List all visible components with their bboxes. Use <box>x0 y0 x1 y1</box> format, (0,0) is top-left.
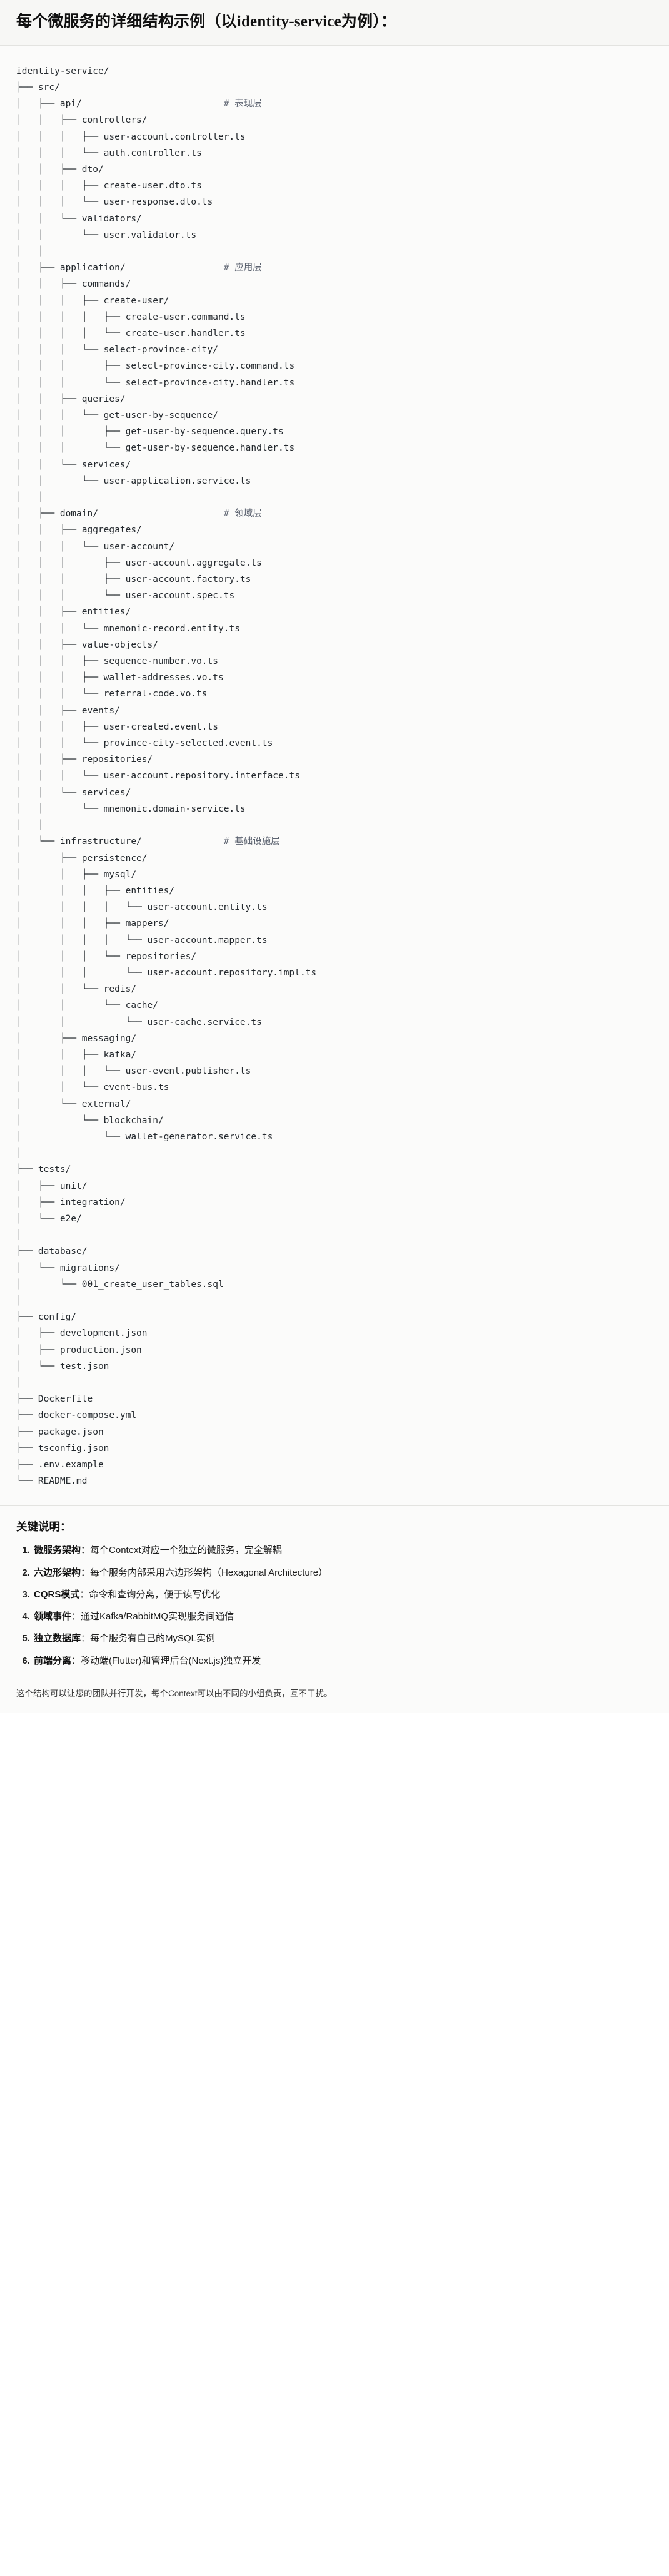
note-term: CQRS模式 <box>34 1589 80 1600</box>
note-body: ：通过Kafka/RabbitMQ实现服务间通信 <box>71 1611 234 1622</box>
key-notes-list: 微服务架构：每个Context对应一个独立的微服务，完全解耦 六边形架构：每个服… <box>16 1543 653 1668</box>
note-body: ：移动端(Flutter)和管理后台(Next.js)独立开发 <box>71 1655 261 1666</box>
page-root: 每个微服务的详细结构示例（以identity-service为例）： ident… <box>0 0 669 1713</box>
note-body: ：每个服务有自己的MySQL实例 <box>81 1633 216 1644</box>
directory-tree: identity-service/ ├── src/ │ ├── api/ # … <box>16 66 317 1487</box>
tree-comment: # 领域层 <box>223 509 262 519</box>
list-item: 独立数据库：每个服务有自己的MySQL实例 <box>33 1631 653 1646</box>
list-item: 前端分离：移动端(Flutter)和管理后台(Next.js)独立开发 <box>33 1654 653 1668</box>
list-item: 六边形架构：每个服务内部采用六边形架构（Hexagonal Architectu… <box>33 1565 653 1580</box>
note-term: 前端分离 <box>34 1655 72 1666</box>
note-term: 六边形架构 <box>34 1567 81 1578</box>
heading-band: 每个微服务的详细结构示例（以identity-service为例）： <box>0 0 669 46</box>
page-title: 每个微服务的详细结构示例（以identity-service为例）： <box>16 13 397 30</box>
footer-note-text: 这个结构可以让您的团队并行开发，每个Context可以由不同的小组负责，互不干扰… <box>16 1688 333 1698</box>
list-item: 微服务架构：每个Context对应一个独立的微服务，完全解耦 <box>33 1543 653 1557</box>
tree-comment: # 基础设施层 <box>223 837 280 847</box>
list-item: CQRS模式：命令和查询分离，便于读写优化 <box>33 1587 653 1602</box>
note-body: ：每个Context对应一个独立的微服务，完全解耦 <box>81 1545 282 1556</box>
key-notes-section: 关键说明： 微服务架构：每个Context对应一个独立的微服务，完全解耦 六边形… <box>0 1505 669 1682</box>
tree-comment: # 应用层 <box>223 263 262 273</box>
directory-tree-block: identity-service/ ├── src/ │ ├── api/ # … <box>0 45 669 1506</box>
note-term: 独立数据库 <box>34 1633 81 1644</box>
key-notes-title: 关键说明： <box>16 1520 71 1534</box>
note-body: ：每个服务内部采用六边形架构（Hexagonal Architecture） <box>81 1567 328 1578</box>
note-term: 微服务架构 <box>34 1545 81 1556</box>
footer-note: 这个结构可以让您的团队并行开发，每个Context可以由不同的小组负责，互不干扰… <box>0 1681 669 1713</box>
note-term: 领域事件 <box>34 1611 72 1622</box>
note-body: ：命令和查询分离，便于读写优化 <box>79 1589 221 1600</box>
list-item: 领域事件：通过Kafka/RabbitMQ实现服务间通信 <box>33 1609 653 1624</box>
tree-comment: # 表现层 <box>223 99 262 109</box>
